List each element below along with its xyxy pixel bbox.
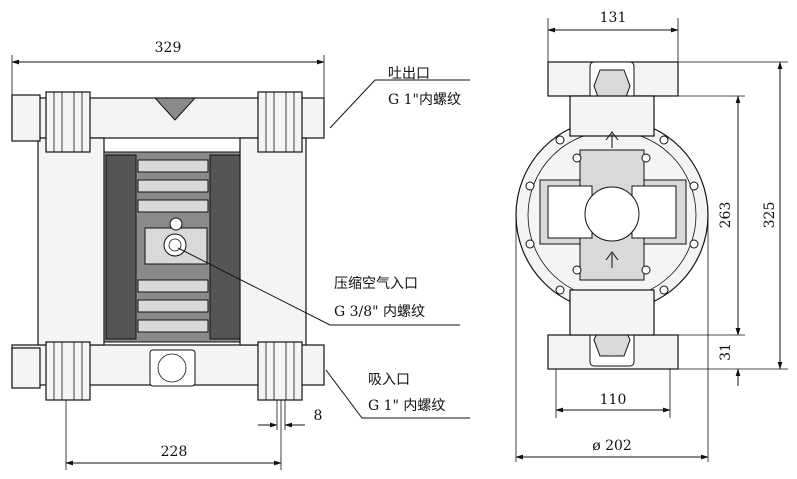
outlet-leader (329, 79, 470, 129)
left-chamber (37, 137, 105, 346)
dim-base-width: 110 (600, 392, 627, 408)
bolt-holes (525, 135, 699, 295)
outlet-thread: G 1"内螺纹 (388, 92, 461, 108)
dim-height-263: 263 (718, 202, 734, 229)
bottom-neck (569, 289, 655, 336)
side-view: 131 110 ø 202 263 325 31 (515, 10, 788, 462)
dim-port-spacing: 228 (161, 444, 188, 460)
front-view: 329 228 8 吐出口 G 1"内螺纹 压缩空气入口 G 3/8" 内螺纹 … (11, 40, 470, 470)
dim-bottom-31: 31 (718, 343, 734, 361)
top-neck (569, 95, 655, 137)
air-inlet-thread: G 3/8" 内螺纹 (334, 304, 425, 320)
air-inlet-label: 压缩空气入口 (334, 276, 418, 292)
inlet-pipe-stub (149, 349, 196, 387)
inlet-thread: G 1" 内螺纹 (368, 398, 445, 414)
air-inlet-leader (177, 247, 460, 326)
inlet-leader (325, 369, 470, 419)
right-chamber (239, 137, 307, 346)
dim-diameter: ø 202 (592, 438, 632, 454)
center-bore (584, 186, 640, 242)
outlet-label: 吐出口 (388, 66, 430, 82)
air-inlet-port (163, 233, 187, 257)
dim-height-325: 325 (762, 202, 778, 229)
flow-arrow-marker (153, 97, 197, 121)
bottom-left-fitting (11, 341, 91, 401)
top-right-fitting (257, 91, 303, 153)
dim-top-width: 131 (600, 10, 627, 26)
dim-overall-width: 329 (155, 40, 182, 56)
inlet-label: 吸入口 (368, 372, 410, 388)
center-ribs (137, 159, 209, 333)
dim-small-offset: 8 (314, 408, 323, 424)
top-left-fitting (11, 91, 91, 153)
flow-direction-arrows (605, 131, 619, 268)
bottom-right-fitting (257, 341, 303, 401)
